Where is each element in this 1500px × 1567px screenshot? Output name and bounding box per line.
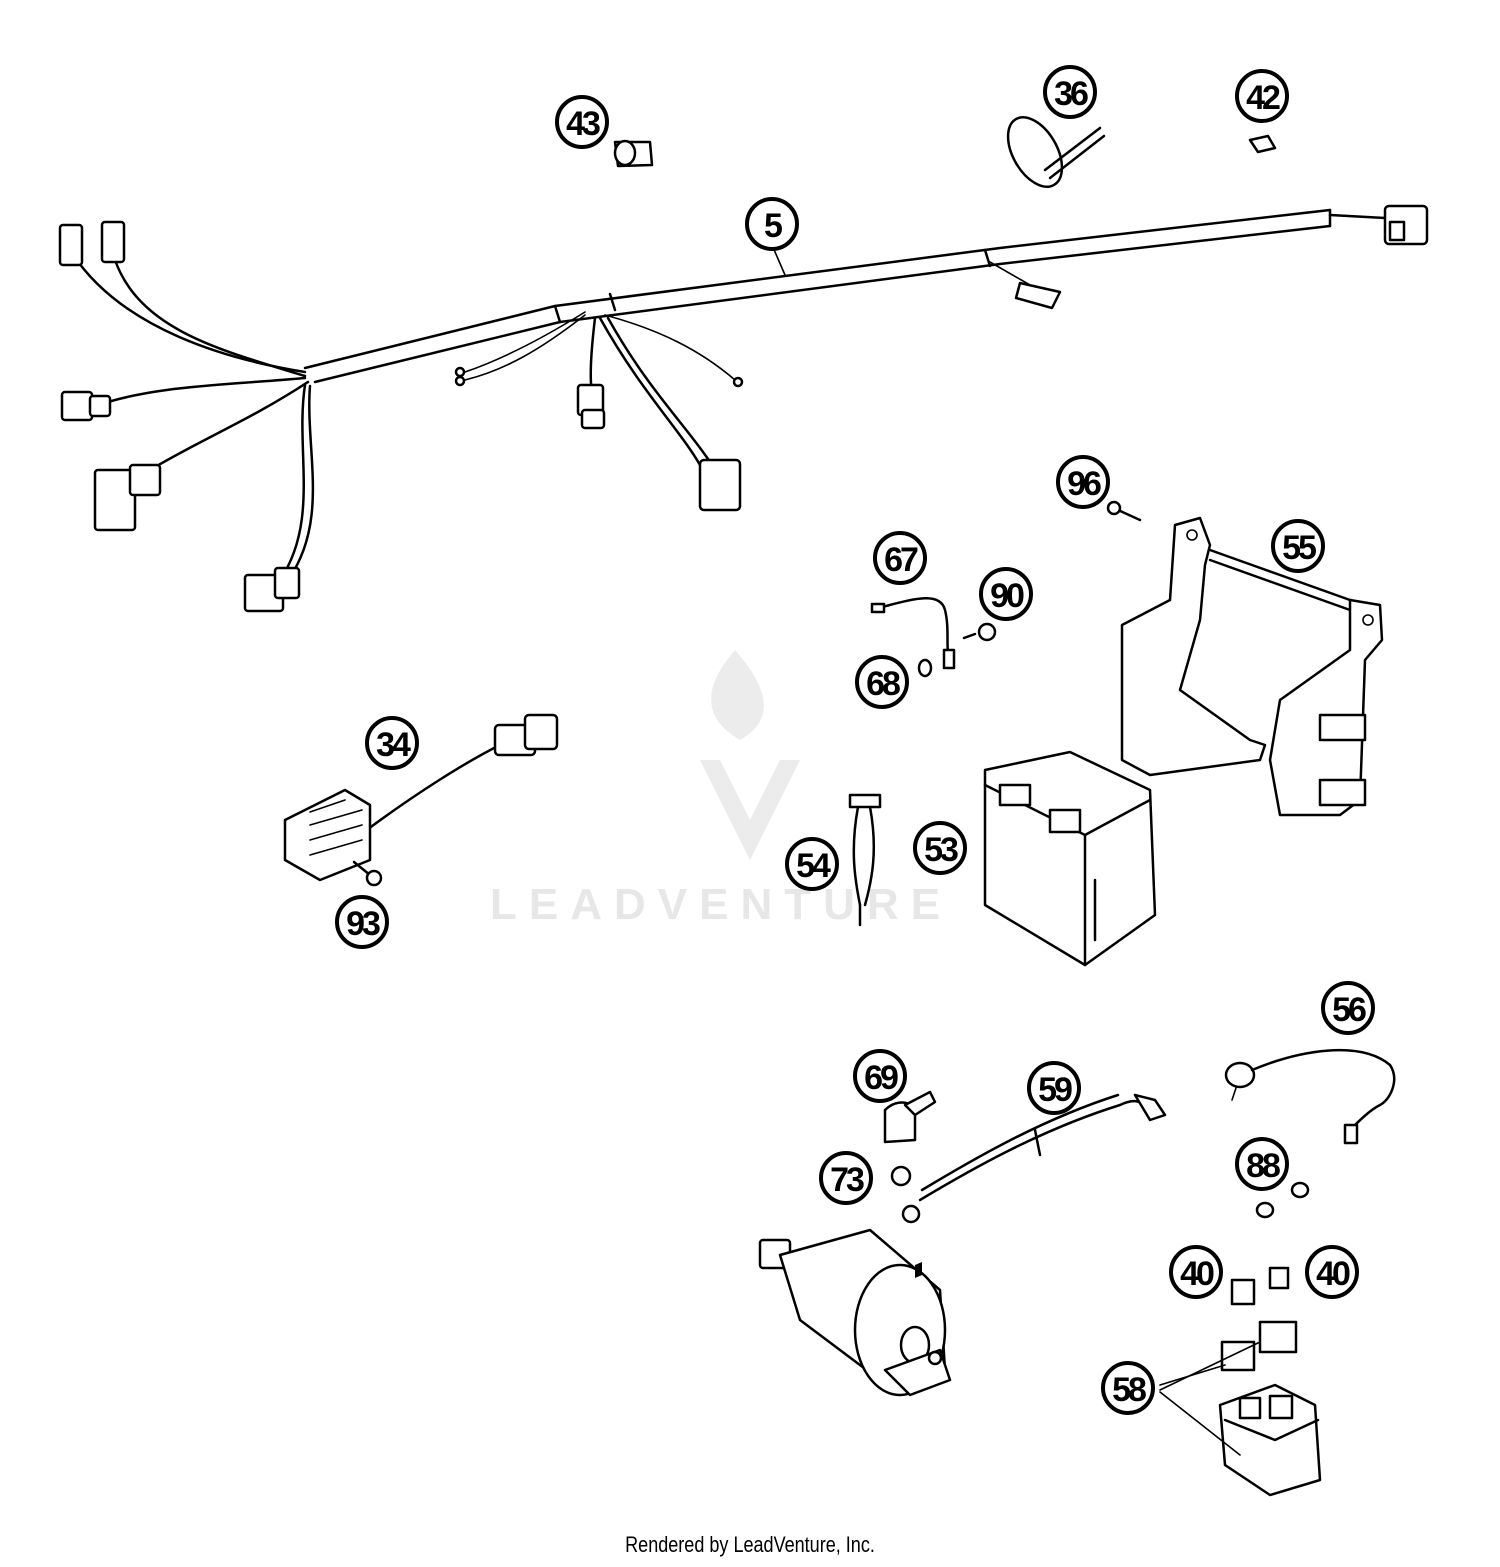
callout-54: 54 xyxy=(785,837,839,891)
screw-96 xyxy=(1106,500,1142,522)
callout-40a: 40 xyxy=(1169,1245,1223,1299)
screws-88 xyxy=(1255,1181,1310,1219)
svg-text:90: 90 xyxy=(990,577,1024,615)
svg-text:40: 40 xyxy=(1180,1255,1214,1293)
callout-42: 42 xyxy=(1235,69,1289,123)
svg-text:69: 69 xyxy=(864,1059,898,1097)
cable-tie-part xyxy=(1006,116,1106,188)
starter-motor xyxy=(758,1228,952,1397)
svg-text:58: 58 xyxy=(1112,1371,1146,1409)
svg-text:43: 43 xyxy=(566,105,600,143)
callout-53: 53 xyxy=(913,821,967,875)
svg-text:54: 54 xyxy=(796,847,831,885)
callout-43: 43 xyxy=(555,95,609,149)
nut-73 xyxy=(890,1165,912,1187)
terminal-cap xyxy=(883,1090,937,1144)
starter-cable-59 xyxy=(901,1093,1167,1224)
callout-58: 58 xyxy=(1101,1361,1155,1415)
svg-text:36: 36 xyxy=(1054,75,1088,113)
callout-69: 69 xyxy=(853,1049,907,1103)
battery-holder xyxy=(1120,516,1384,817)
clip-part xyxy=(1248,134,1277,154)
voltage-regulator xyxy=(283,713,559,882)
svg-text:53: 53 xyxy=(924,831,958,869)
svg-text:59: 59 xyxy=(1038,1071,1072,1109)
footer-credit: Rendered by LeadVenture, Inc. xyxy=(625,1532,875,1557)
svg-text:42: 42 xyxy=(1246,79,1280,117)
watermark-logo xyxy=(700,650,800,860)
svg-text:93: 93 xyxy=(346,905,380,943)
ground-wire-67 xyxy=(870,597,956,670)
svg-text:5: 5 xyxy=(764,207,782,245)
battery-strap xyxy=(848,793,882,927)
callout-90: 90 xyxy=(979,567,1033,621)
battery xyxy=(983,750,1157,967)
callout-73: 73 xyxy=(819,1151,873,1205)
starter-relay xyxy=(1218,1320,1322,1497)
battery-cable-56 xyxy=(1224,1049,1396,1145)
svg-text:34: 34 xyxy=(376,726,411,764)
svg-text:40: 40 xyxy=(1316,1255,1350,1293)
callout-34: 34 xyxy=(365,716,419,770)
svg-text:56: 56 xyxy=(1332,991,1366,1029)
svg-text:88: 88 xyxy=(1246,1147,1280,1185)
screw-90 xyxy=(962,622,997,642)
callout-5: 5 xyxy=(745,197,799,251)
grommet-part xyxy=(613,139,654,168)
svg-text:96: 96 xyxy=(1067,465,1101,503)
washer-68 xyxy=(917,658,933,678)
callout-36: 36 xyxy=(1043,65,1097,119)
svg-text:67: 67 xyxy=(884,541,918,579)
callout-96: 96 xyxy=(1056,455,1110,509)
callout-59: 59 xyxy=(1027,1061,1081,1115)
fuses-40 xyxy=(1230,1266,1290,1306)
callout-55: 55 xyxy=(1271,519,1325,573)
callout-93: 93 xyxy=(335,895,389,949)
svg-text:55: 55 xyxy=(1282,529,1316,567)
callout-68: 68 xyxy=(855,655,909,709)
callout-40b: 40 xyxy=(1305,1245,1359,1299)
svg-text:73: 73 xyxy=(830,1161,864,1199)
screw-93 xyxy=(352,860,383,887)
callout-56: 56 xyxy=(1321,981,1375,1035)
wiring-harness xyxy=(58,204,1429,613)
callout-67: 67 xyxy=(873,531,927,585)
callout-88: 88 xyxy=(1235,1137,1289,1191)
svg-text:68: 68 xyxy=(866,665,900,703)
